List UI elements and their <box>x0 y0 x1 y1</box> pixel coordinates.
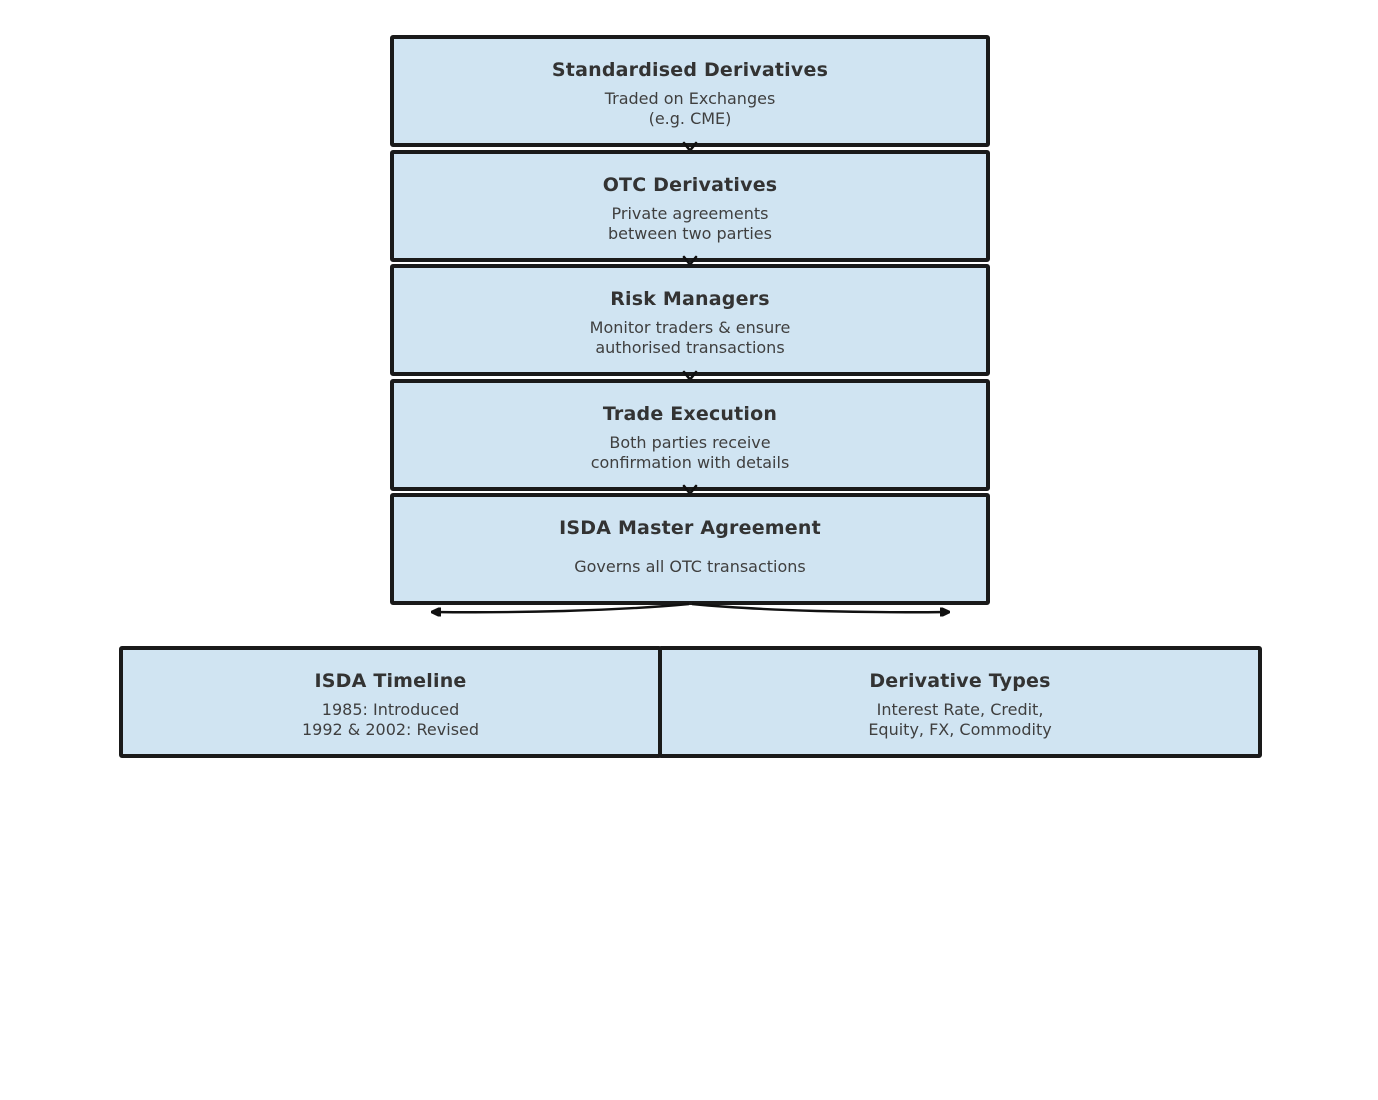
box-body: 1985: Introduced 1992 & 2002: Revised <box>123 700 658 739</box>
flow-box-isda-master-agreement: ISDA Master Agreement Governs all OTC tr… <box>390 493 990 605</box>
body-line: 1992 & 2002: Revised <box>301 719 480 739</box>
body-line: Private agreements <box>611 204 769 223</box>
arrow-to-derivative-types <box>691 602 948 612</box>
box-title: Trade Execution <box>602 403 778 425</box>
body-line: Monitor traders & ensure <box>589 318 791 337</box>
body-line: Interest Rate, Credit, <box>876 700 1044 719</box>
box-body: Monitor traders & ensure authorised tran… <box>394 318 986 357</box>
box-body: Both parties receive confirmation with d… <box>394 433 986 472</box>
box-title: ISDA Master Agreement <box>559 517 821 539</box>
body-line: Governs all OTC transactions <box>574 557 806 576</box>
arrow-to-isda-timeline <box>433 602 690 612</box>
fan-out-arrows <box>405 602 975 624</box>
info-box-derivative-types: Derivative Types Interest Rate, Credit, … <box>658 646 1262 758</box>
info-box-isda-timeline: ISDA Timeline 1985: Introduced 1992 & 20… <box>119 646 662 758</box>
box-title: Derivative Types <box>869 670 1051 692</box>
box-title: ISDA Timeline <box>314 670 467 692</box>
body-line: Traded on Exchanges <box>604 89 776 108</box>
flow-box-trade-execution: Trade Execution Both parties receive con… <box>390 379 990 491</box>
flow-box-standardised-derivatives: Standardised Derivatives Traded on Excha… <box>390 35 990 147</box>
body-line: Equity, FX, Commodity <box>868 719 1052 739</box>
body-line: authorised transactions <box>595 337 785 357</box>
body-line: Both parties receive <box>609 433 771 452</box>
body-line: between two parties <box>608 223 772 243</box>
flow-box-risk-managers: Risk Managers Monitor traders & ensure a… <box>390 264 990 376</box>
body-line: (e.g. CME) <box>648 108 732 128</box>
body-line: confirmation with details <box>590 452 790 472</box>
box-body: Interest Rate, Credit, Equity, FX, Commo… <box>662 700 1258 739</box>
box-title: Risk Managers <box>610 288 770 310</box>
box-body: Traded on Exchanges (e.g. CME) <box>394 89 986 128</box>
box-body: Governs all OTC transactions <box>394 557 986 577</box>
flow-box-otc-derivatives: OTC Derivatives Private agreements betwe… <box>390 150 990 262</box>
body-line: 1985: Introduced <box>321 700 460 719</box>
box-title: OTC Derivatives <box>602 174 778 196</box>
box-title: Standardised Derivatives <box>551 59 829 81</box>
box-body: Private agreements between two parties <box>394 204 986 243</box>
